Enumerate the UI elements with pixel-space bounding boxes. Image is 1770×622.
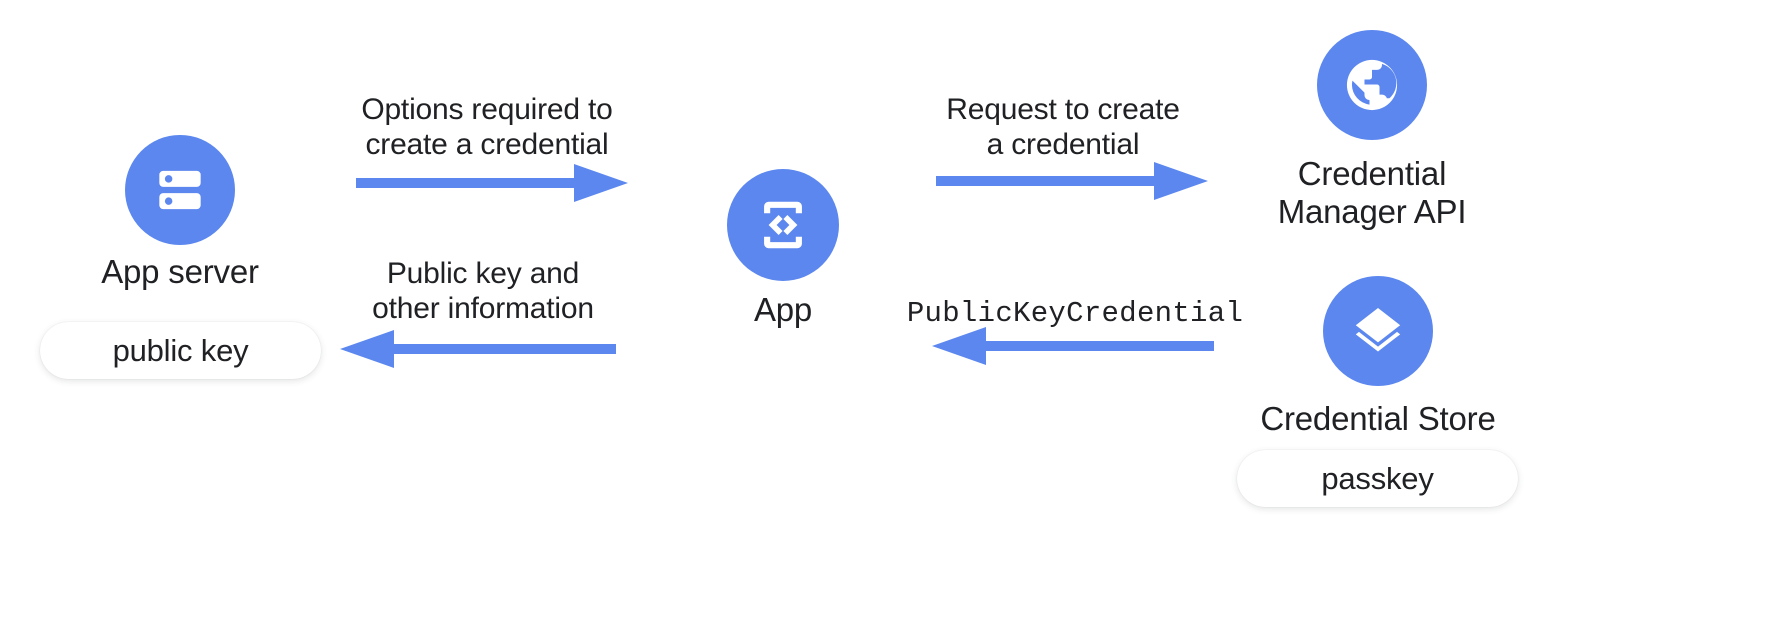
arrow-label-request-to-create: Request to create a credential xyxy=(946,93,1180,161)
app-label: App xyxy=(753,291,813,328)
app-server-icon-circle xyxy=(125,135,235,245)
app-icon-circle xyxy=(727,169,839,281)
public-key-pill: public key xyxy=(40,322,321,379)
credential-store-label: Credential Store xyxy=(1260,400,1496,437)
arrow-options-required xyxy=(356,160,628,206)
arrow-label-public-key-info: Public key and other information xyxy=(372,257,594,325)
passkey-pill: passkey xyxy=(1237,450,1518,507)
layers-icon xyxy=(1347,300,1409,362)
arrow-public-key-credential xyxy=(926,323,1214,369)
credential-manager-api-icon-circle xyxy=(1317,30,1427,140)
arrow-label-public-key-credential: PublicKeyCredential xyxy=(906,297,1244,330)
arrow-request-to-create xyxy=(936,158,1208,204)
app-code-device-icon xyxy=(751,193,815,257)
arrow-label-options-required: Options required to create a credential xyxy=(361,93,613,161)
arrow-public-key-info xyxy=(334,326,616,372)
globe-icon xyxy=(1340,53,1404,117)
server-icon xyxy=(149,159,211,221)
credential-store-icon-circle xyxy=(1323,276,1433,386)
app-server-label: App server xyxy=(101,253,259,290)
credential-manager-api-label: Credential Manager API xyxy=(1277,155,1467,230)
